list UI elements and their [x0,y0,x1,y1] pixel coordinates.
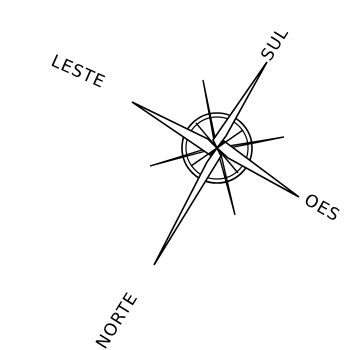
point-leste [132,102,217,155]
label-norte: NORTE [92,289,142,350]
label-leste: LESTE [48,51,108,93]
label-oes: OES [301,190,344,226]
point-sul [213,62,267,148]
label-sul: SUL [257,24,293,65]
